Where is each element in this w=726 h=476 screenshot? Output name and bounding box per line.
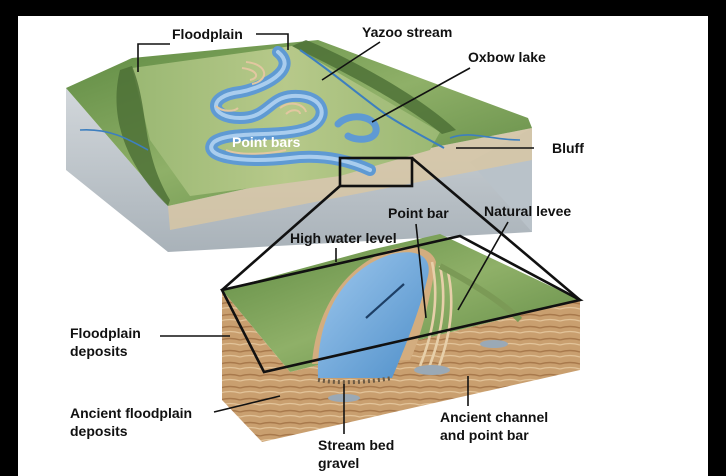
label-ancient-channel-1: Ancient channel	[440, 409, 548, 425]
flow-arrow	[365, 283, 405, 319]
tributary-right	[449, 134, 521, 141]
point-bars-scrolls	[215, 61, 307, 155]
tributary-left	[79, 129, 149, 151]
point-bar-leader	[415, 223, 427, 319]
ancient-channel-lens-1	[414, 365, 450, 375]
right-bluff	[292, 40, 456, 134]
river-highlight	[209, 50, 372, 172]
label-ancient-floodplain-1: Ancient floodplain	[70, 405, 192, 421]
lower-block-front	[222, 290, 580, 442]
label-floodplain-deposits-1: Floodplain	[70, 325, 141, 341]
ancient-channel-lens-2	[480, 340, 508, 348]
lower-cross-section-block	[220, 234, 584, 442]
label-yazoo-stream: Yazoo stream	[362, 24, 452, 40]
label-bluff: Bluff	[552, 140, 584, 156]
zoom-box	[338, 156, 414, 188]
label-floodplain: Floodplain	[172, 26, 243, 42]
label-stream-bed-1: Stream bed	[318, 437, 394, 453]
label-natural-levee: Natural levee	[484, 203, 571, 219]
yazoo-leader	[321, 41, 381, 81]
yazoo-stream-line	[299, 49, 445, 149]
label-point-bar: Point bar	[388, 205, 449, 221]
label-floodplain-deposits-2: deposits	[70, 343, 128, 359]
projection-line-left	[221, 185, 341, 291]
label-high-water-level: High water level	[290, 230, 397, 246]
upper-sediment	[168, 128, 532, 230]
label-stream-bed-2: gravel	[318, 455, 359, 471]
floodplain-bracket	[137, 33, 289, 72]
label-ancient-floodplain-2: deposits	[70, 423, 128, 439]
projection-line-right	[411, 157, 581, 301]
ancient-floodplain-leader	[213, 395, 281, 413]
oxbow-leader	[371, 67, 471, 123]
top-band	[0, 0, 726, 16]
label-oxbow-lake: Oxbow lake	[468, 49, 546, 65]
channel-water	[317, 252, 429, 378]
label-point-bars: Point bars	[232, 134, 301, 150]
point-bar-stripes	[418, 261, 453, 375]
label-ancient-channel-2: and point bar	[440, 427, 529, 443]
oxbow-lake	[334, 113, 380, 143]
stream-bed-gravel-layer	[317, 376, 393, 385]
natural-levee-leader	[457, 221, 509, 311]
upper-landscape-block	[66, 40, 532, 252]
left-bluff	[116, 66, 170, 206]
